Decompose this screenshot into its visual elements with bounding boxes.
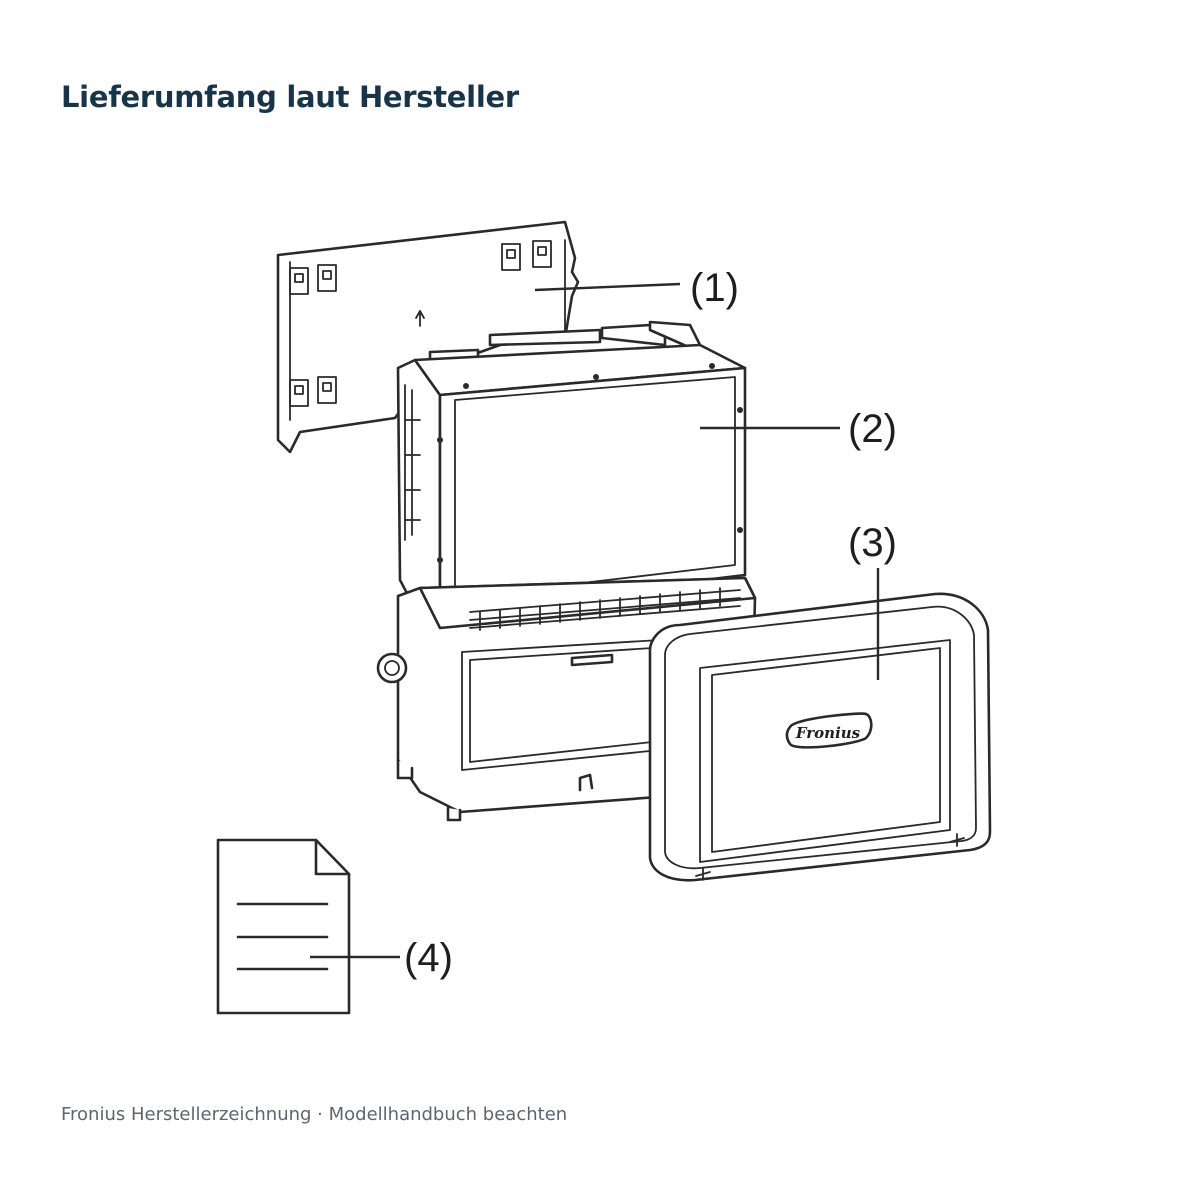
mounting-bracket [276, 220, 580, 454]
front-cover: Fronius [648, 592, 992, 882]
callout-1: (1) [690, 266, 739, 310]
footnote: Fronius Herstellerzeichnung · Modellhand… [61, 1104, 568, 1125]
callout-2: (2) [848, 407, 897, 451]
callout-4: (4) [404, 936, 453, 980]
document-icon [216, 838, 351, 1015]
leader-lines [310, 282, 880, 959]
callout-3: (3) [848, 521, 897, 565]
inverter-unit [396, 320, 747, 620]
fronius-logo: Fronius [795, 724, 861, 742]
page-title: Lieferumfang laut Hersteller [61, 80, 519, 114]
